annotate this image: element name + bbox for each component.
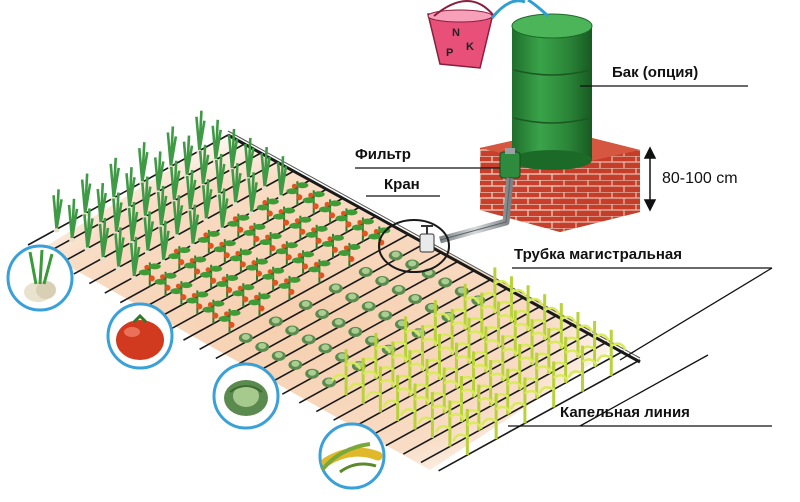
onion-plants <box>52 110 288 280</box>
main-pipe-label: Трубка магистральная <box>514 246 682 263</box>
supply-pipe <box>439 177 514 244</box>
label-leader-lines <box>355 85 773 427</box>
fertilizer-bucket: N P K <box>427 0 526 69</box>
drip-line-label: Капельная линия <box>560 404 690 421</box>
valve-highlight-circle <box>378 219 450 273</box>
valve-icon <box>419 225 435 253</box>
tomato-plants <box>138 181 391 333</box>
tank-label: Бак (опция) <box>612 64 699 81</box>
valve-label: Кран <box>384 176 420 193</box>
cabbage-icon <box>212 362 280 430</box>
bucket-letter-p: P <box>446 47 453 59</box>
onion-icon <box>6 244 74 312</box>
corn-plants <box>330 267 627 455</box>
tank <box>511 0 593 170</box>
height-label: 80-100 cm <box>662 170 738 187</box>
height-arrow <box>643 146 657 212</box>
filter-label: Фильтр <box>355 146 411 163</box>
corn-icon <box>318 422 386 490</box>
tomato-icon <box>106 302 174 370</box>
bucket-letter-k: K <box>466 41 474 53</box>
bucket-letter-n: N <box>452 27 460 39</box>
filter <box>499 148 521 179</box>
